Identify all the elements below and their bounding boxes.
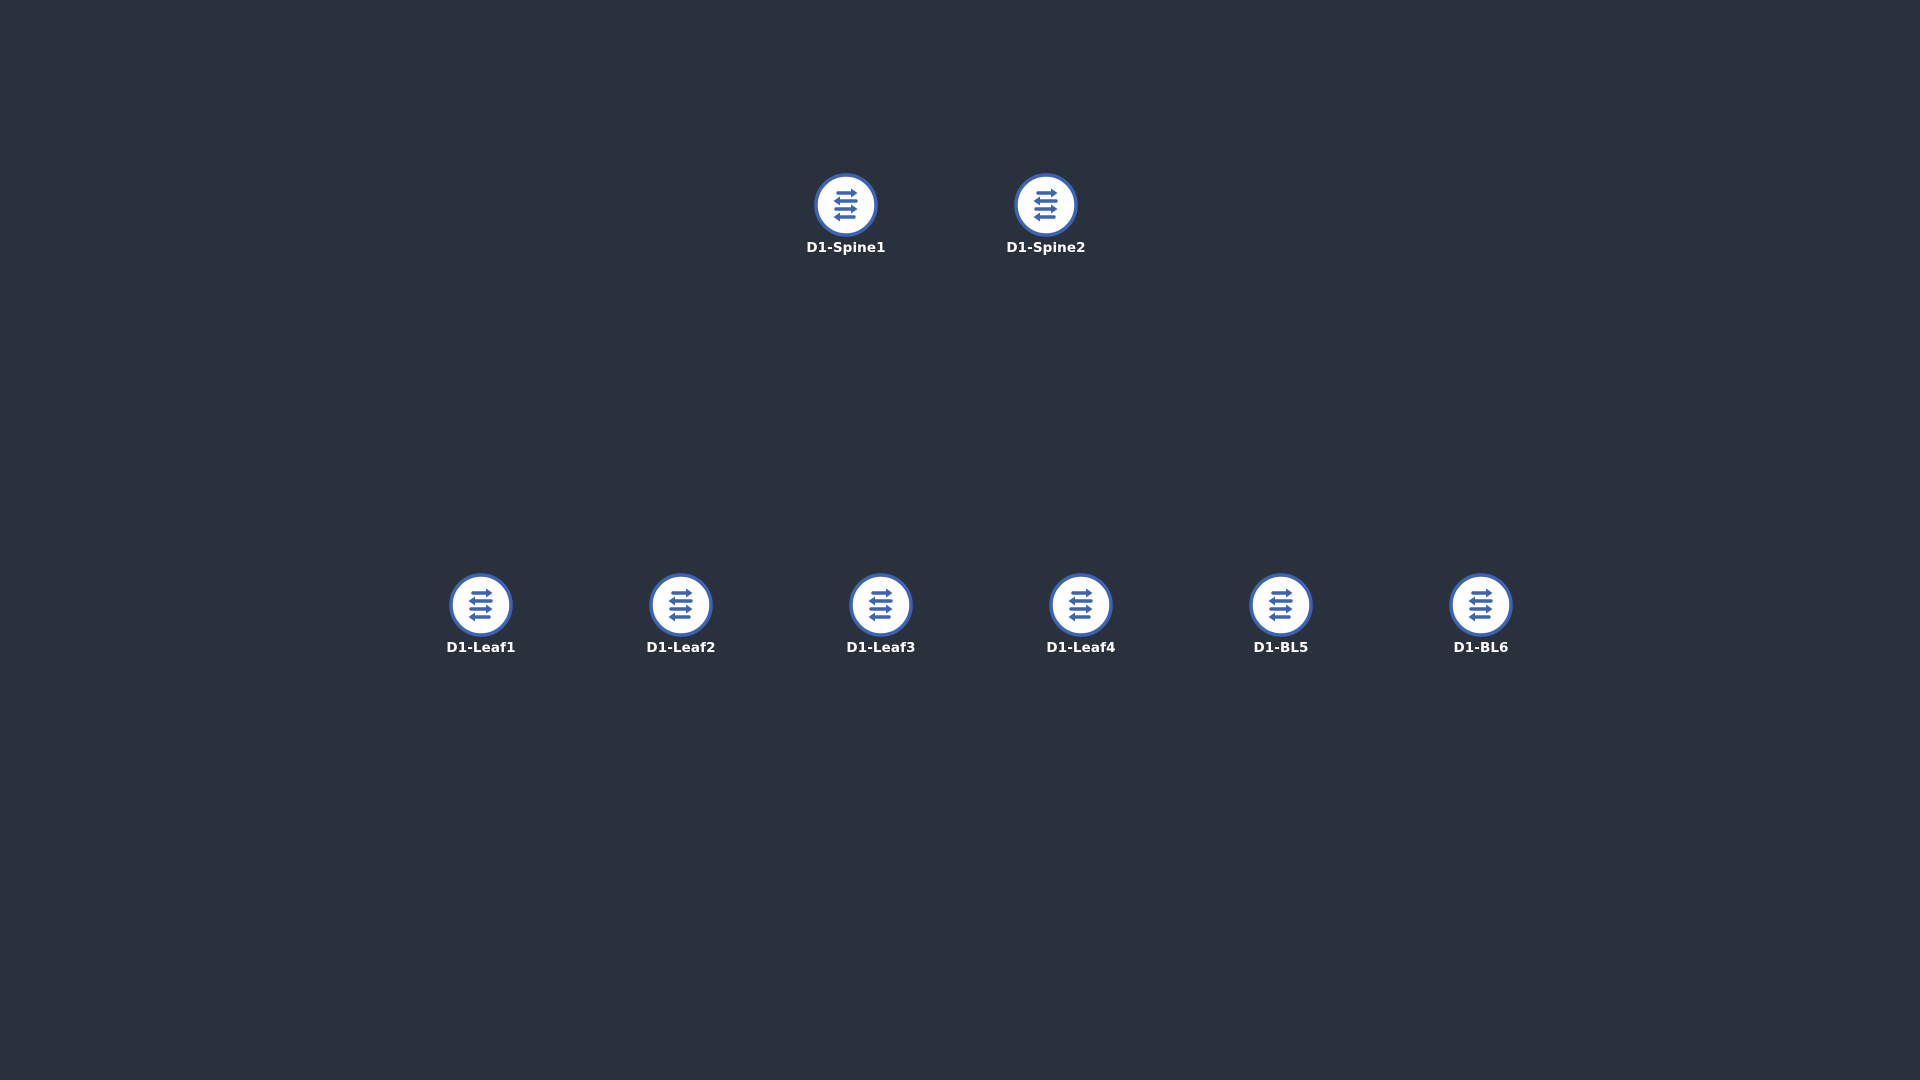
node-d1-leaf1[interactable]: D1-Leaf1 bbox=[426, 573, 536, 663]
switch-icon bbox=[1449, 573, 1513, 637]
switch-icon bbox=[1249, 573, 1313, 637]
switch-icon bbox=[649, 573, 713, 637]
switch-icon bbox=[814, 173, 878, 237]
node-d1-bl5[interactable]: D1-BL5 bbox=[1226, 573, 1336, 663]
node-d1-bl6[interactable]: D1-BL6 bbox=[1426, 573, 1536, 663]
switch-icon bbox=[1014, 173, 1078, 237]
node-d1-spine1[interactable]: D1-Spine1 bbox=[791, 173, 901, 263]
node-label: D1-BL6 bbox=[1453, 640, 1509, 656]
node-label: D1-BL5 bbox=[1253, 640, 1309, 656]
switch-icon bbox=[1049, 573, 1113, 637]
node-label: D1-Spine2 bbox=[1006, 240, 1086, 256]
switch-icon bbox=[849, 573, 913, 637]
node-d1-spine2[interactable]: D1-Spine2 bbox=[991, 173, 1101, 263]
node-label: D1-Leaf3 bbox=[846, 640, 916, 656]
node-d1-leaf4[interactable]: D1-Leaf4 bbox=[1026, 573, 1136, 663]
node-label: D1-Spine1 bbox=[806, 240, 886, 256]
node-label: D1-Leaf4 bbox=[1046, 640, 1116, 656]
node-label: D1-Leaf1 bbox=[446, 640, 516, 656]
node-d1-leaf3[interactable]: D1-Leaf3 bbox=[826, 573, 936, 663]
switch-icon bbox=[449, 573, 513, 637]
node-d1-leaf2[interactable]: D1-Leaf2 bbox=[626, 573, 736, 663]
node-label: D1-Leaf2 bbox=[646, 640, 716, 656]
